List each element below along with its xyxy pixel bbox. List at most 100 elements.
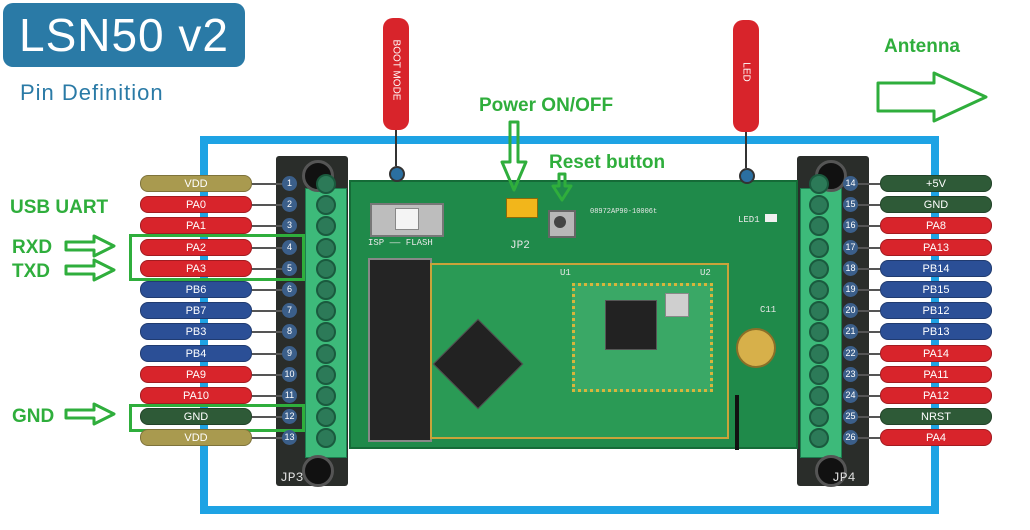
jp2-label: JP2 xyxy=(510,240,530,252)
pin-lead xyxy=(858,416,880,419)
pin-number: 20 xyxy=(843,303,858,319)
mpcie-slot xyxy=(368,258,432,442)
pin-label-pa0: PA0 xyxy=(140,196,252,214)
pin-lead xyxy=(858,183,880,185)
pin-lead xyxy=(858,331,880,334)
rf-chip-icon xyxy=(605,300,657,350)
reset-annotation-label: Reset button xyxy=(549,152,666,173)
pin-label-pa1: PA1 xyxy=(140,217,252,235)
pin-lead xyxy=(252,437,282,440)
pin-number: 13 xyxy=(282,430,297,446)
pin-label-vdd: VDD xyxy=(140,175,252,192)
pin-lead xyxy=(858,204,880,207)
boot-mode-stem xyxy=(395,130,397,166)
pin-lead xyxy=(252,373,282,376)
u2-label: U2 xyxy=(700,268,711,278)
pin-lead xyxy=(252,331,282,334)
pin-lead xyxy=(858,352,880,355)
reset-knob-icon xyxy=(554,216,566,228)
pin-label-pa8: PA8 xyxy=(880,217,992,235)
terminal-screw-icon xyxy=(316,386,336,406)
pin-label-pb3: PB3 xyxy=(140,323,252,341)
pin-lead xyxy=(858,225,880,228)
pin-number: 23 xyxy=(843,366,858,382)
pin-number: 2 xyxy=(282,197,297,213)
txd-label: TXD xyxy=(12,261,50,282)
pin-lead xyxy=(252,204,282,207)
pin-label-pb4: PB4 xyxy=(140,344,252,362)
pin-number: 22 xyxy=(843,345,858,361)
pin-lead xyxy=(252,395,282,397)
pin-label-pa13: PA13 xyxy=(880,238,992,256)
pin-number: 25 xyxy=(843,409,858,425)
terminal-screw-icon xyxy=(809,280,829,300)
pin-lead xyxy=(252,246,282,249)
jp3-label: JP3 xyxy=(280,470,304,485)
pin-number: 8 xyxy=(282,324,297,340)
pin-lead xyxy=(252,267,282,270)
crystal-icon xyxy=(665,293,689,317)
pin-lead xyxy=(252,289,282,291)
terminal-screw-icon xyxy=(316,174,336,194)
pin-number: 14 xyxy=(843,176,858,191)
terminal-screw-icon xyxy=(809,407,829,428)
pin-lead xyxy=(858,437,880,440)
pin-label-pa14: PA14 xyxy=(880,344,992,362)
pin-label-pb15: PB15 xyxy=(880,281,992,298)
rxd-label: RXD xyxy=(12,237,53,258)
battery-screw-icon xyxy=(736,328,776,368)
led-stem xyxy=(745,132,747,168)
terminal-screw-icon xyxy=(809,195,829,216)
pin-label-pb6: PB6 xyxy=(140,281,252,298)
antenna-cable-icon xyxy=(735,395,739,450)
subtitle: Pin Definition xyxy=(20,80,164,105)
pin-number: 6 xyxy=(282,282,297,297)
pin-lead xyxy=(858,267,880,270)
pin-label-pa11: PA11 xyxy=(880,365,992,383)
pin-lead xyxy=(858,373,880,376)
terminal-screw-icon xyxy=(316,428,336,449)
terminal-screw-icon xyxy=(316,322,336,343)
pin-label-pa4: PA4 xyxy=(880,429,992,447)
terminal-screw-icon xyxy=(809,364,829,385)
left-bottom-screw-icon xyxy=(302,455,334,487)
pin-number: 21 xyxy=(843,324,858,340)
pin-lead xyxy=(252,352,282,355)
gnd-arrow-icon xyxy=(64,402,116,426)
pin-lead xyxy=(252,225,282,228)
terminal-screw-icon xyxy=(809,216,829,237)
pin-lead xyxy=(252,183,282,185)
power-annotation-label: Power ON/OFF xyxy=(479,95,614,116)
pin-number: 3 xyxy=(282,218,297,234)
rxd-arrow-icon xyxy=(64,234,116,258)
pin-number: 18 xyxy=(843,260,858,276)
terminal-screw-icon xyxy=(316,343,336,364)
antenna-arrow-icon xyxy=(876,71,988,123)
terminal-screw-icon xyxy=(809,174,829,194)
led-pin-icon xyxy=(739,168,755,184)
pin-number: 19 xyxy=(843,282,858,297)
power-jumper xyxy=(506,198,538,218)
pin-number: 1 xyxy=(282,176,297,191)
terminal-screw-icon xyxy=(809,322,829,343)
pin-label-pb7: PB7 xyxy=(140,302,252,320)
terminal-screw-icon xyxy=(316,258,336,279)
pin-lead xyxy=(858,395,880,397)
pin-number: 7 xyxy=(282,303,297,319)
pin-label-5v: +5V xyxy=(880,175,992,192)
pin-lead xyxy=(858,310,880,313)
terminal-screw-icon xyxy=(316,195,336,216)
terminal-screw-icon xyxy=(316,280,336,300)
terminal-screw-icon xyxy=(809,258,829,279)
pin-label-pb13: PB13 xyxy=(880,323,992,341)
pin-label-gnd: GND xyxy=(140,408,252,426)
terminal-screw-icon xyxy=(809,301,829,322)
terminal-screw-icon xyxy=(809,343,829,364)
usb-uart-label: USB UART xyxy=(10,197,109,218)
pin-label-gnd: GND xyxy=(880,196,992,214)
pin-number: 12 xyxy=(282,409,297,425)
u1-label: U1 xyxy=(560,268,571,278)
pin-number: 15 xyxy=(843,197,858,213)
terminal-screw-icon xyxy=(809,428,829,449)
terminal-screw-icon xyxy=(316,407,336,428)
